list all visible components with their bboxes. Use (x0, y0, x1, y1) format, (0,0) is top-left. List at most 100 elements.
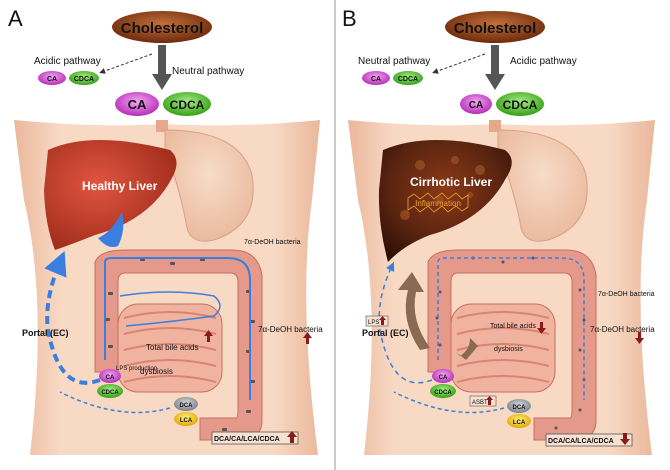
ratio-label-a: DCA/CA/LCA/CDCA (214, 436, 280, 443)
ratio-box-a (211, 431, 299, 445)
inflammation-burst (407, 192, 469, 213)
small-intestine-b (450, 303, 556, 393)
ca-intestine-label-a: CA (106, 375, 115, 381)
main-pathway-label-b: Acidic pathway (510, 56, 577, 67)
lps-label-b: LPS (368, 320, 379, 326)
ca-large-label-a: CA (128, 97, 147, 112)
cdca-small-b (393, 71, 423, 85)
lps-box-b (365, 315, 389, 327)
bile-down-arrow-b (537, 322, 546, 334)
cdca-small-label-a: CDCA (74, 76, 94, 83)
dysbiosis-label-b: dysbiosis (494, 346, 523, 353)
lps-arrow-small-b (456, 338, 478, 360)
healthy-liver (44, 140, 177, 250)
cdca-large-label-a: CDCA (170, 98, 205, 112)
liver-nodules-b (400, 156, 485, 220)
esophagus-a (156, 120, 168, 132)
bile-up-arrow-a (204, 330, 213, 342)
return-flow-a (59, 391, 171, 414)
bile-flow-b (437, 257, 585, 400)
cdca-intestine-b (430, 384, 456, 398)
small-intestine-a (117, 303, 223, 393)
dca-a (174, 397, 198, 411)
panel-a: A Cholesterol Acidic pathway Neutral pat… (8, 6, 323, 455)
lps-up-arrow-b (379, 316, 386, 325)
bacteria-right-label-b: 7α-DeOH bacteria (590, 325, 655, 334)
panel-b-letter: B (342, 6, 357, 31)
cdca-large-b (496, 92, 544, 116)
lca-b (507, 414, 531, 428)
cholesterol-node-a (112, 11, 212, 43)
bacteria-right-label-a: 7α-DeOH bacteria (258, 325, 323, 334)
ca-intestine-label-b: CA (439, 375, 448, 381)
ca-small-label-b: CA (371, 76, 381, 83)
portal-label-a: Portal (EC) (22, 328, 69, 338)
dysbiosis-label-a: dysbiosis (140, 367, 173, 376)
stomach-b (497, 129, 588, 242)
bacteria-up-arrow-a (303, 332, 312, 344)
ca-large-label-b: CA (469, 100, 483, 111)
cholesterol-label-b: Cholesterol (454, 20, 537, 37)
liver-label-b: Cirrhotic Liver (410, 175, 492, 189)
intestine-folds-a (123, 311, 217, 383)
ca-small-b (362, 71, 390, 85)
ca-small-a (38, 71, 66, 85)
side-pathway-label-a: Acidic pathway (34, 56, 101, 67)
lca-a (174, 412, 198, 426)
ca-intestine-a (99, 369, 121, 383)
return-flow-b (393, 391, 505, 414)
cholesterol-label-a: Cholesterol (121, 20, 204, 37)
cdca-small-a (69, 71, 99, 85)
cdca-large-a (163, 92, 211, 116)
bile-label-b: Total bile acids (490, 323, 536, 330)
stomach-a (164, 129, 254, 242)
side-pathway-arrow-b (432, 53, 486, 74)
small-intestine-flow-a (119, 291, 221, 327)
bacteria-label-a: 7α-DeOH bacteria (244, 239, 301, 246)
bile-flow-a (104, 257, 251, 400)
cdca-large-label-b: CDCA (503, 98, 538, 112)
bile-duct-a (98, 212, 124, 247)
ratio-up-arrow-a (287, 431, 297, 443)
inflammation-label: Inflammation (415, 199, 461, 208)
ratio-box-b (545, 433, 633, 447)
large-intestine-a (94, 249, 263, 441)
ca-large-a (115, 92, 159, 116)
cdca-intestine-label-b: CDCA (434, 390, 452, 396)
side-pathway-arrow-a (99, 53, 153, 74)
asbt-up-arrow-b (486, 396, 493, 405)
intestine-folds-b (456, 311, 550, 383)
portal-flow-b (378, 261, 433, 384)
main-pathway-arrow-b (485, 45, 505, 90)
lca-label-a: LCA (180, 418, 193, 424)
bacteria-label-b: 7α-DeOH bacteria (598, 291, 655, 298)
cdca-small-label-b: CDCA (398, 76, 418, 83)
liver-label-a: Healthy Liver (82, 179, 158, 193)
main-pathway-arrow-a (152, 45, 172, 90)
dca-label-a: DCA (180, 403, 194, 409)
cholesterol-node-b (445, 11, 545, 43)
dca-label-b: DCA (513, 405, 527, 411)
main-pathway-label-a: Neutral pathway (172, 66, 244, 77)
ca-large-b (460, 94, 492, 114)
ca-small-label-a: CA (47, 76, 57, 83)
asbt-box-b (469, 395, 497, 407)
dca-b (507, 399, 531, 413)
asbt-label-b: ASBT (472, 400, 488, 406)
panel-a-letter: A (8, 6, 23, 31)
side-pathway-label-b: Neutral pathway (358, 56, 430, 67)
lca-label-b: LCA (513, 420, 526, 426)
bacteria-down-arrow-b (635, 332, 644, 344)
esophagus-b (489, 120, 501, 132)
cdca-intestine-label-a: CDCA (101, 390, 119, 396)
ratio-down-arrow-b (620, 433, 630, 445)
portal-flow-a (44, 250, 101, 385)
portal-label-b: Portal (EC) (362, 328, 409, 338)
lps-arrow-b (398, 272, 430, 350)
panel-b: B Cholesterol Neutral pathway Acidic pat… (342, 6, 655, 455)
ca-intestine-b (432, 369, 454, 383)
ratio-label-b: DCA/CA/LCA/CDCA (548, 438, 614, 445)
cdca-intestine-a (97, 384, 123, 398)
